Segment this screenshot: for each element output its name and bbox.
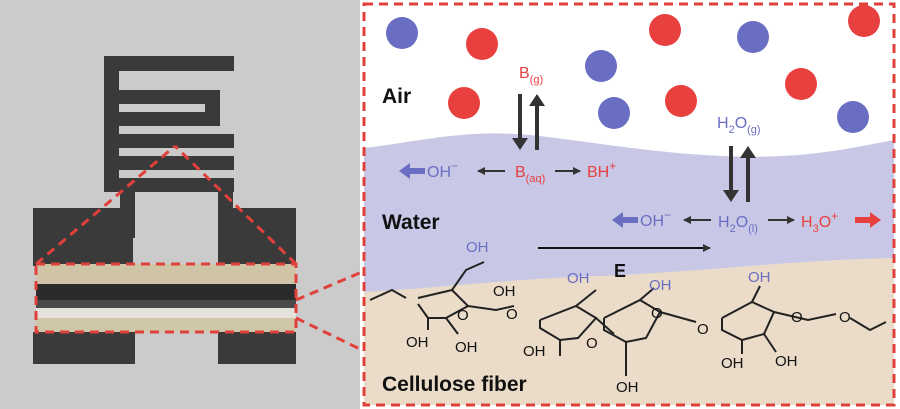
water-label: Water [382, 211, 440, 234]
b-aq-species: B(aq) [515, 164, 545, 185]
blue-molecule [598, 97, 630, 129]
h3o-plus-species: H3O+ [801, 209, 838, 235]
h2o-equilibrium-arrows [723, 146, 756, 202]
svg-text:OH: OH [567, 270, 590, 287]
oh-right-species: OH− [640, 208, 671, 230]
b-gas-species: B(g) [519, 65, 543, 86]
svg-text:O: O [791, 309, 803, 326]
svg-text:O: O [506, 306, 518, 323]
svg-text:OH: OH [649, 277, 672, 294]
svg-text:OH: OH [406, 334, 429, 351]
schematic-panel: Air Water Cellulose fiber B(g) B(aq) BH+… [362, 2, 896, 407]
svg-text:OH: OH [721, 355, 744, 372]
red-molecule [649, 14, 681, 46]
svg-text:OH: OH [466, 239, 489, 256]
svg-text:O: O [457, 307, 469, 324]
red-molecule [448, 87, 480, 119]
sensor-photo-panel [0, 0, 363, 409]
air-label: Air [382, 85, 411, 108]
red-molecule [848, 5, 880, 37]
field-label: E [614, 261, 626, 281]
svg-text:O: O [697, 321, 709, 338]
svg-text:OH: OH [523, 343, 546, 360]
svg-text:O: O [586, 335, 598, 352]
oh-left-arrow [399, 163, 425, 179]
red-molecule [785, 68, 817, 100]
oh-right-arrow [612, 212, 638, 228]
red-molecule [665, 85, 697, 117]
svg-text:O: O [839, 309, 851, 326]
red-molecule [466, 28, 498, 60]
bh-plus-species: BH+ [587, 159, 616, 181]
fiber-layer [364, 258, 894, 405]
zoom-guides [35, 144, 363, 352]
gas-molecules [386, 5, 880, 133]
blue-molecule [585, 50, 617, 82]
oh-left-species: OH− [427, 159, 458, 181]
svg-text:OH: OH [616, 379, 639, 396]
svg-text:OH: OH [775, 353, 798, 370]
h3o-right-arrow [855, 212, 881, 228]
blue-molecule [386, 17, 418, 49]
blue-molecule [737, 21, 769, 53]
inset-frame [34, 262, 298, 334]
h2o-gas-species: H2O(g) [717, 115, 761, 136]
printed-sensor-pattern [33, 56, 296, 364]
h2o-liquid-species: H2O(l) [718, 214, 758, 235]
b-equilibrium-arrows [512, 94, 545, 150]
svg-text:OH: OH [493, 283, 516, 300]
blue-molecule [837, 101, 869, 133]
cellulose-structure [369, 261, 887, 376]
svg-text:OH: OH [748, 269, 771, 286]
cross-section-inset [34, 262, 298, 334]
svg-text:O: O [651, 305, 663, 322]
cellulose-labels: OH OH O OH OH O OH OH OH O OH O OH O OH … [406, 239, 851, 396]
fiber-label: Cellulose fiber [382, 373, 527, 396]
svg-text:OH: OH [455, 339, 478, 356]
